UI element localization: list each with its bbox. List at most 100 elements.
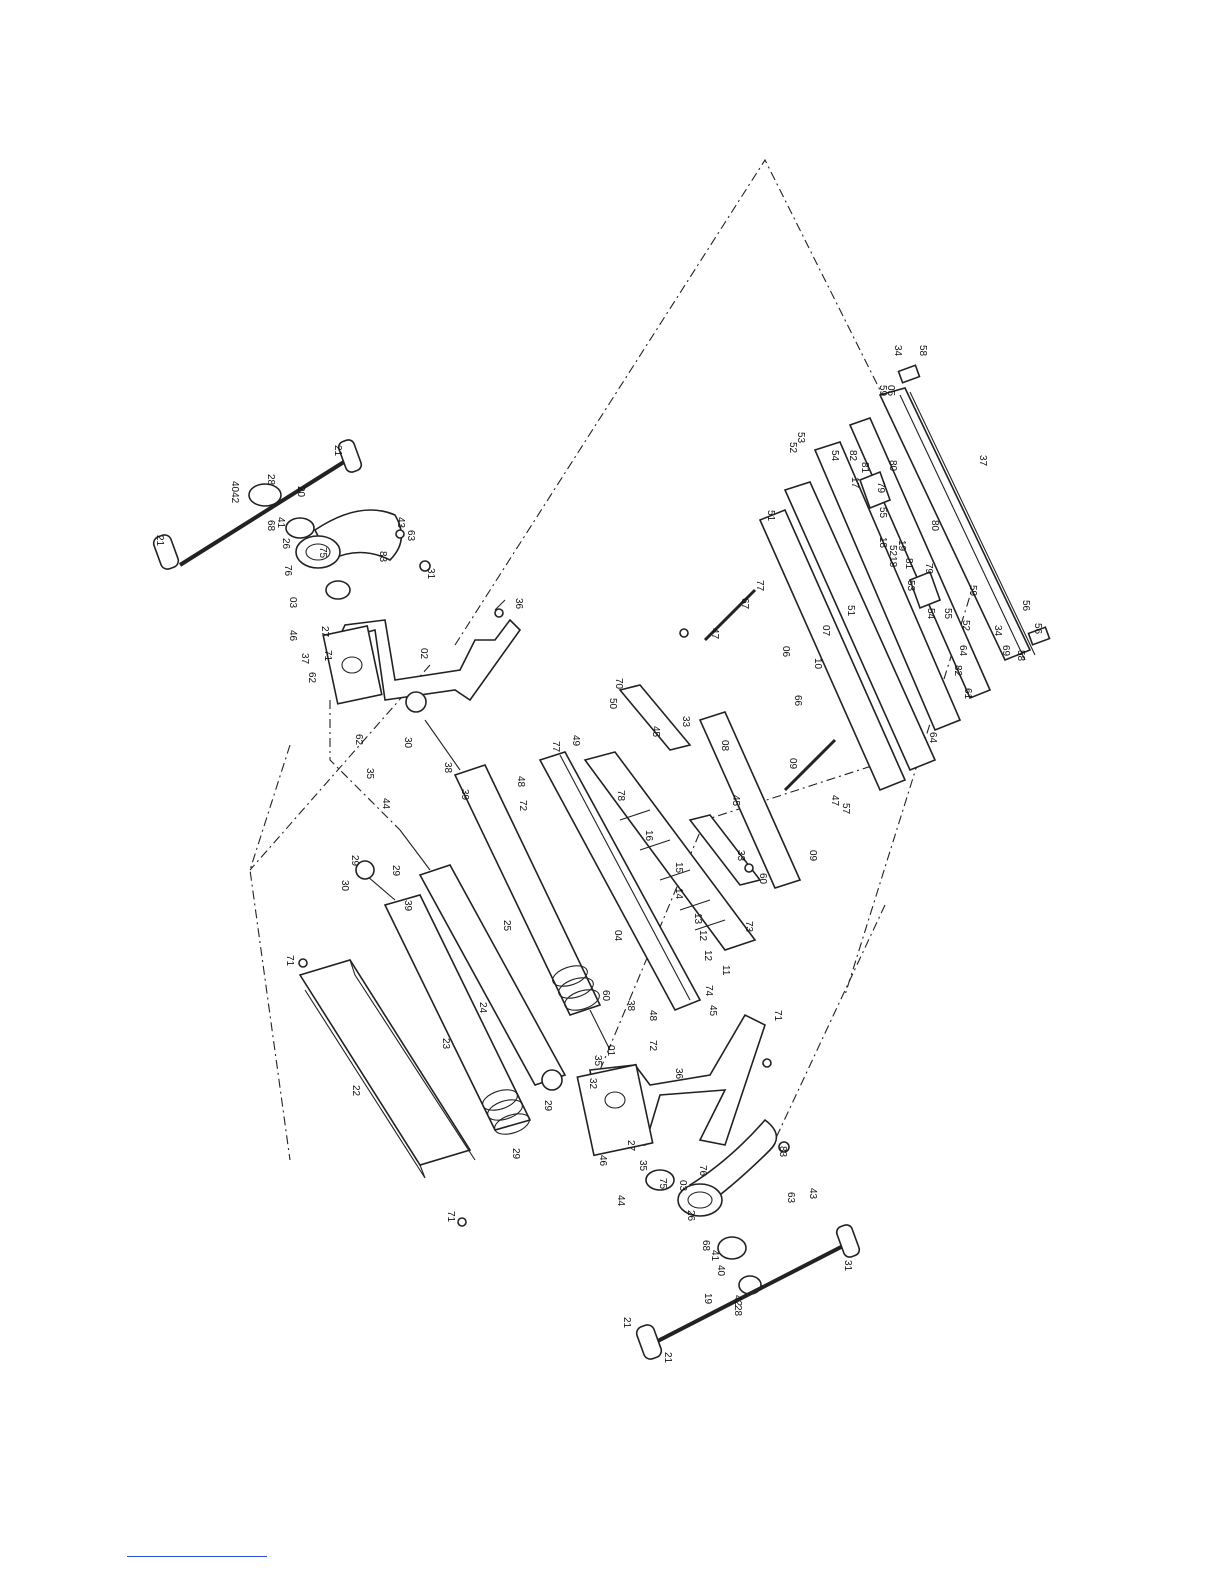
callout-label: 72 xyxy=(647,1040,658,1052)
callout-label: 06 xyxy=(780,646,791,658)
callout-label: 27 xyxy=(319,626,330,638)
callout-label: 46 xyxy=(597,1155,608,1167)
callout-label: 38 xyxy=(625,1000,636,1012)
callout-label: 36 xyxy=(673,1068,684,1080)
callout-label: 44 xyxy=(380,798,391,810)
callout-label: 38 xyxy=(442,762,453,774)
callout-label: 30 xyxy=(402,737,413,749)
callout-label: 80 xyxy=(887,460,898,472)
callout-label: 49 xyxy=(570,735,581,747)
callout-label: 33 xyxy=(680,716,691,728)
callout-label: 42 xyxy=(732,1295,743,1307)
callout-label: 15 xyxy=(673,862,684,874)
callout-label: 67 xyxy=(739,598,750,610)
callout-label: 52 xyxy=(787,442,798,454)
callout-label: 19 xyxy=(896,540,907,552)
callout-label: 14 xyxy=(673,888,684,900)
callout-label: 75 xyxy=(317,547,328,559)
callout-label: 60 xyxy=(757,873,768,885)
callout-label: 51 xyxy=(765,510,776,522)
callout-label: 79 xyxy=(923,563,934,575)
callout-label: 39 xyxy=(402,900,413,912)
lower-handle-bar xyxy=(635,1224,861,1360)
callout-labels: 21 21 20 28 4042 41 68 26 76 03 75 63 43… xyxy=(154,345,1043,1364)
callout-label: 59 xyxy=(967,585,978,597)
callout-label: 58 xyxy=(1015,650,1026,662)
callout-label: 63 xyxy=(785,1192,796,1204)
callout-label: 68 xyxy=(700,1240,711,1252)
callout-label: 68 xyxy=(265,520,276,532)
callout-label: 01 xyxy=(605,1045,616,1057)
callout-label: 83 xyxy=(377,551,388,563)
callout-label: 55 xyxy=(877,507,888,519)
callout-label: 81 xyxy=(903,558,914,570)
deck-plate xyxy=(538,684,762,1012)
callout-label: 02 xyxy=(418,648,429,660)
callout-label: 80 xyxy=(929,520,940,532)
callout-label: 66 xyxy=(792,695,803,707)
callout-label: 71 xyxy=(284,955,295,967)
callout-label: 12 xyxy=(702,950,713,962)
callout-label: 54 xyxy=(925,608,936,620)
callout-label: 45 xyxy=(730,795,741,807)
lower-arm-assembly xyxy=(645,1118,778,1295)
callout-label: 82 xyxy=(952,665,963,677)
callout-label: 30 xyxy=(339,880,350,892)
callout-label: 35 xyxy=(637,1160,648,1172)
callout-label: 26 xyxy=(685,1210,696,1222)
callout-label: 43 xyxy=(807,1188,818,1200)
callout-label: 29 xyxy=(510,1148,521,1160)
callout-label: 54 xyxy=(829,450,840,462)
callout-label: 40 xyxy=(715,1265,726,1277)
callout-label: 78 xyxy=(615,790,626,802)
callout-label: 62 xyxy=(353,734,364,746)
callout-label: 63 xyxy=(405,530,416,542)
callout-label: 61 xyxy=(962,688,973,700)
top-handle-bar xyxy=(152,439,363,570)
callout-label: 25 xyxy=(501,920,512,932)
callout-label: 37 xyxy=(977,455,988,467)
callout-label: 48 xyxy=(515,776,526,788)
callout-label: 70 xyxy=(613,678,624,690)
callout-label: 21 xyxy=(332,445,343,457)
callout-label: 74 xyxy=(703,985,714,997)
callout-label: 72 xyxy=(517,800,528,812)
motor-cover xyxy=(298,959,476,1179)
upright-frame-left xyxy=(576,1013,766,1157)
callout-label: 09 xyxy=(807,850,818,862)
callout-label: 11 xyxy=(720,965,731,976)
callout-label: 58 xyxy=(917,345,928,357)
callout-label: 04 xyxy=(612,930,623,942)
callout-label: 16 xyxy=(643,830,654,842)
callout-label: 83 xyxy=(777,1146,788,1158)
callout-label: 21 xyxy=(621,1317,632,1329)
callout-label: 26 xyxy=(280,538,291,550)
upright-frame-right xyxy=(322,599,522,705)
callout-label: 47 xyxy=(829,795,840,807)
callout-label: 35 xyxy=(364,768,375,780)
callout-label: 23 xyxy=(440,1038,451,1050)
callout-label: 82 xyxy=(847,450,858,462)
callout-label: 03 xyxy=(677,1180,688,1192)
callout-label: 29 xyxy=(349,855,360,867)
callout-label: 77 xyxy=(754,580,765,592)
callout-label: 81 xyxy=(859,462,870,474)
callout-label: 48 xyxy=(647,1010,658,1022)
callout-label: 62 xyxy=(306,672,317,684)
callout-label: 69 xyxy=(1000,645,1011,657)
callout-label: 27 xyxy=(625,1140,636,1152)
callout-label: 10 xyxy=(812,658,823,670)
rollers xyxy=(355,691,611,1135)
callout-label: 32 xyxy=(587,1078,598,1090)
callout-label: 56 xyxy=(1020,600,1031,612)
callout-label: 75 xyxy=(657,1178,668,1190)
callout-label: 77 xyxy=(550,741,561,753)
base-frame xyxy=(758,364,1051,792)
callout-label: 33 xyxy=(735,850,746,862)
callout-label: 45 xyxy=(650,726,661,738)
callout-label: 37 xyxy=(299,653,310,665)
callout-label: 17 xyxy=(849,477,860,489)
callout-label: 28 xyxy=(732,1305,743,1317)
callout-label: 76 xyxy=(282,565,293,577)
